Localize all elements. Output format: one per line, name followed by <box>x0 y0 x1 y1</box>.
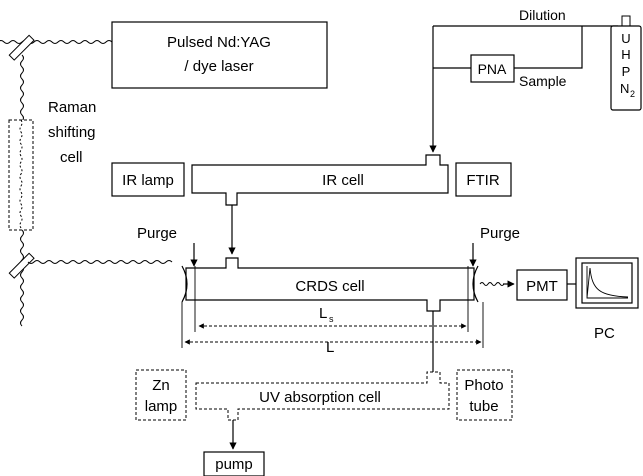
pc-label: PC <box>594 325 615 342</box>
laser-label-line2: / dye laser <box>184 58 253 75</box>
crds-cell: CRDS cell <box>181 257 479 312</box>
ir-cell: IR cell <box>191 154 449 206</box>
raman-label-3: cell <box>60 149 83 166</box>
beam-raman-to-mirror <box>20 229 24 327</box>
l-label: L <box>326 339 334 356</box>
pmt-box: PMT <box>516 269 568 301</box>
bottom-mirror <box>8 252 35 279</box>
beam-crds-to-pmt <box>479 282 505 286</box>
zn-lamp-box: Zn lamp <box>135 369 187 421</box>
ftir-label: FTIR <box>466 172 499 189</box>
uhp-n2-cylinder: U H P N 2 <box>610 15 642 111</box>
raman-label-1: Raman <box>48 99 96 116</box>
ir-cell-label: IR cell <box>322 172 364 189</box>
uhp-letter-u: U <box>621 31 630 46</box>
laser-box: Pulsed Nd:YAG / dye laser <box>111 21 328 89</box>
pmt-label: PMT <box>526 278 558 295</box>
ir-lamp-label: IR lamp <box>122 172 174 189</box>
ringdown-decay-curve <box>586 266 629 299</box>
uv-absorption-cell: UV absorption cell <box>195 371 450 421</box>
uhp-n-subscript: 2 <box>630 89 635 99</box>
ir-lamp-box: IR lamp <box>111 162 185 197</box>
ls-subscript: s <box>329 314 334 324</box>
pump-box: pump <box>203 451 265 476</box>
uv-cell-label: UV absorption cell <box>259 389 381 406</box>
beam-mirror-to-crds <box>27 260 173 264</box>
beam-laser-to-mirror <box>0 40 113 44</box>
purge-left-label: Purge <box>137 225 177 242</box>
pc-monitor <box>575 257 639 309</box>
zn-lamp-label-2: lamp <box>145 398 178 415</box>
purge-right-label: Purge <box>480 225 520 242</box>
pump-label: pump <box>215 456 253 473</box>
raman-label-2: shifting <box>48 124 96 141</box>
uhp-letter-h: H <box>621 47 630 62</box>
zn-lamp-label-1: Zn <box>152 377 170 394</box>
dilution-label: Dilution <box>519 7 566 23</box>
pna-label: PNA <box>478 61 507 77</box>
phototube-label-1: Photo <box>464 377 503 394</box>
top-mirror <box>8 34 35 61</box>
uhp-letter-n: N <box>620 81 629 96</box>
phototube-box: Photo tube <box>456 369 513 421</box>
sample-line <box>433 26 583 69</box>
crds-cell-label: CRDS cell <box>295 278 364 295</box>
uhp-letter-p: P <box>622 64 631 79</box>
ftir-box: FTIR <box>455 162 512 197</box>
laser-label: Pulsed Nd:YAG <box>167 34 271 51</box>
raman-cell <box>8 119 34 231</box>
sample-label: Sample <box>519 73 567 89</box>
ls-label: L <box>319 305 327 322</box>
phototube-label-2: tube <box>469 398 498 415</box>
pna-box: PNA <box>470 54 515 83</box>
